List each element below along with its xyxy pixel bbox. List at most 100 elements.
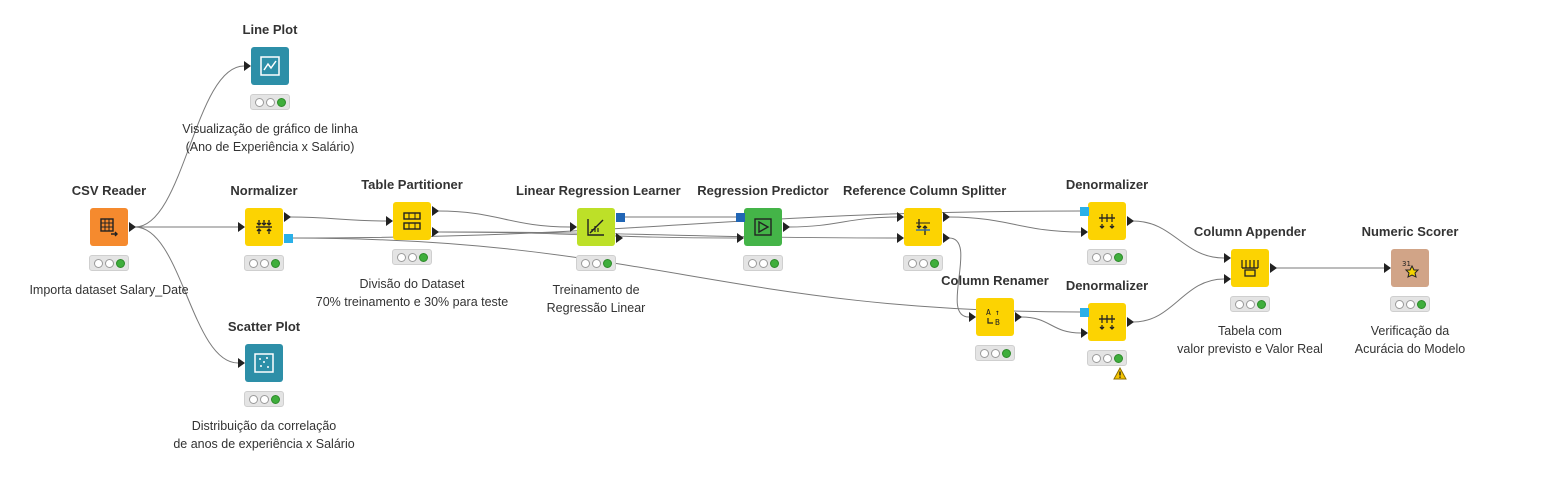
status-green-light: [1113, 353, 1123, 363]
node-annotation: Importa dataset Salary_Date: [0, 281, 259, 299]
connection-denormalizer_2-to-column_appender[interactable]: [1132, 278, 1225, 323]
data-port-triangle[interactable]: [897, 233, 904, 243]
model-port[interactable]: [736, 213, 745, 222]
connection-denormalizer_1-to-column_appender[interactable]: [1132, 220, 1225, 259]
model-port[interactable]: [616, 213, 625, 222]
model-port[interactable]: [1080, 207, 1089, 216]
denormalize-icon: [1096, 311, 1118, 333]
node-body[interactable]: A ↑B: [976, 298, 1014, 336]
data-port-triangle[interactable]: [386, 216, 393, 226]
model-port[interactable]: [284, 234, 293, 243]
data-port-triangle[interactable]: [1015, 312, 1022, 322]
data-port-triangle[interactable]: [1081, 227, 1088, 237]
data-port-triangle[interactable]: [244, 61, 251, 71]
node-body[interactable]: [393, 202, 431, 240]
svg-text:A: A: [986, 308, 991, 317]
status-traffic-light: [392, 249, 432, 265]
data-port-triangle[interactable]: [616, 233, 623, 243]
node-body[interactable]: [90, 208, 128, 246]
data-port-triangle[interactable]: [1224, 274, 1231, 284]
predictor-icon: [752, 216, 774, 238]
node-title: Table Partitioner: [361, 177, 463, 192]
status-traffic-light: [89, 255, 129, 271]
data-port-triangle[interactable]: [1384, 263, 1391, 273]
data-port-triangle[interactable]: [1081, 328, 1088, 338]
data-port-triangle[interactable]: [969, 312, 976, 322]
column-append-icon: [1239, 257, 1261, 279]
svg-text:↑: ↑: [995, 308, 1000, 317]
annotation-line: Verificação da: [1370, 324, 1450, 338]
node-body[interactable]: [904, 208, 942, 246]
model-port[interactable]: [1080, 308, 1089, 317]
status-traffic-light: [244, 255, 284, 271]
data-port-triangle[interactable]: [570, 222, 577, 232]
data-port-triangle[interactable]: [1270, 263, 1277, 273]
node-body[interactable]: [744, 208, 782, 246]
data-port-triangle[interactable]: [943, 233, 950, 243]
data-port-triangle[interactable]: [783, 222, 790, 232]
node-body[interactable]: [245, 344, 283, 382]
column-split-icon: [912, 216, 934, 238]
status-off-light: [254, 97, 264, 107]
connection-ref_col_splitter-to-denormalizer_1[interactable]: [948, 216, 1082, 233]
connection-reg_predictor-to-ref_col_splitter[interactable]: [788, 216, 898, 228]
node-body[interactable]: [1231, 249, 1269, 287]
status-off-light: [259, 258, 269, 268]
partition-icon: [401, 210, 423, 232]
connection-table_partitioner-to-ref_col_splitter[interactable]: [437, 231, 898, 239]
status-off-light: [747, 258, 757, 268]
connection-column_renamer-to-denormalizer_2[interactable]: [1020, 316, 1082, 334]
data-port-triangle[interactable]: [432, 206, 439, 216]
data-port-triangle[interactable]: [1224, 253, 1231, 263]
connection-ref_col_splitter-to-column_renamer[interactable]: [948, 237, 970, 318]
connection-table_partitioner-to-lr_learner[interactable]: [437, 210, 571, 228]
node-title: Column Appender: [1193, 224, 1307, 239]
data-port-triangle[interactable]: [943, 212, 950, 222]
connection-csv_reader-to-line_plot[interactable]: [134, 65, 245, 228]
data-port-triangle[interactable]: [284, 212, 291, 222]
status-green-light: [1256, 299, 1266, 309]
node-title: Denormalizer: [1065, 278, 1149, 293]
status-traffic-light: [1390, 296, 1430, 312]
status-green-light: [270, 394, 280, 404]
node-title: Normalizer: [230, 183, 298, 198]
data-port-triangle[interactable]: [897, 212, 904, 222]
node-body[interactable]: [577, 208, 615, 246]
status-traffic-light: [1087, 350, 1127, 366]
data-port-triangle[interactable]: [129, 222, 136, 232]
node-body[interactable]: [245, 208, 283, 246]
status-traffic-light: [244, 391, 284, 407]
status-off-light: [1405, 299, 1415, 309]
connection-normalizer-to-table_partitioner[interactable]: [289, 216, 387, 222]
data-port-triangle[interactable]: [1127, 317, 1134, 327]
data-port-triangle[interactable]: [432, 227, 439, 237]
status-off-light: [396, 252, 406, 262]
node-title: Denormalizer: [1065, 177, 1149, 192]
status-traffic-light: [975, 345, 1015, 361]
annotation-line: 70% treinamento e 30% para teste: [315, 295, 509, 309]
warning-icon[interactable]: [1113, 366, 1127, 385]
node-body[interactable]: [1088, 202, 1126, 240]
node-body[interactable]: 31: [1391, 249, 1429, 287]
data-port-triangle[interactable]: [238, 222, 245, 232]
status-off-light: [758, 258, 768, 268]
status-off-light: [259, 394, 269, 404]
status-green-light: [276, 97, 286, 107]
node-body[interactable]: [251, 47, 289, 85]
status-traffic-light: [1087, 249, 1127, 265]
data-port-triangle[interactable]: [737, 233, 744, 243]
status-off-light: [1234, 299, 1244, 309]
status-traffic-light: [1230, 296, 1270, 312]
status-off-light: [265, 97, 275, 107]
data-port-triangle[interactable]: [1127, 216, 1134, 226]
svg-text:B: B: [995, 318, 1000, 327]
connection-normalizer-to-denormalizer_2[interactable]: [289, 237, 1082, 313]
connection-csv_reader-to-scatter_plot[interactable]: [134, 226, 239, 364]
status-off-light: [1245, 299, 1255, 309]
node-body[interactable]: [1088, 303, 1126, 341]
status-off-light: [990, 348, 1000, 358]
data-port-triangle[interactable]: [238, 358, 245, 368]
